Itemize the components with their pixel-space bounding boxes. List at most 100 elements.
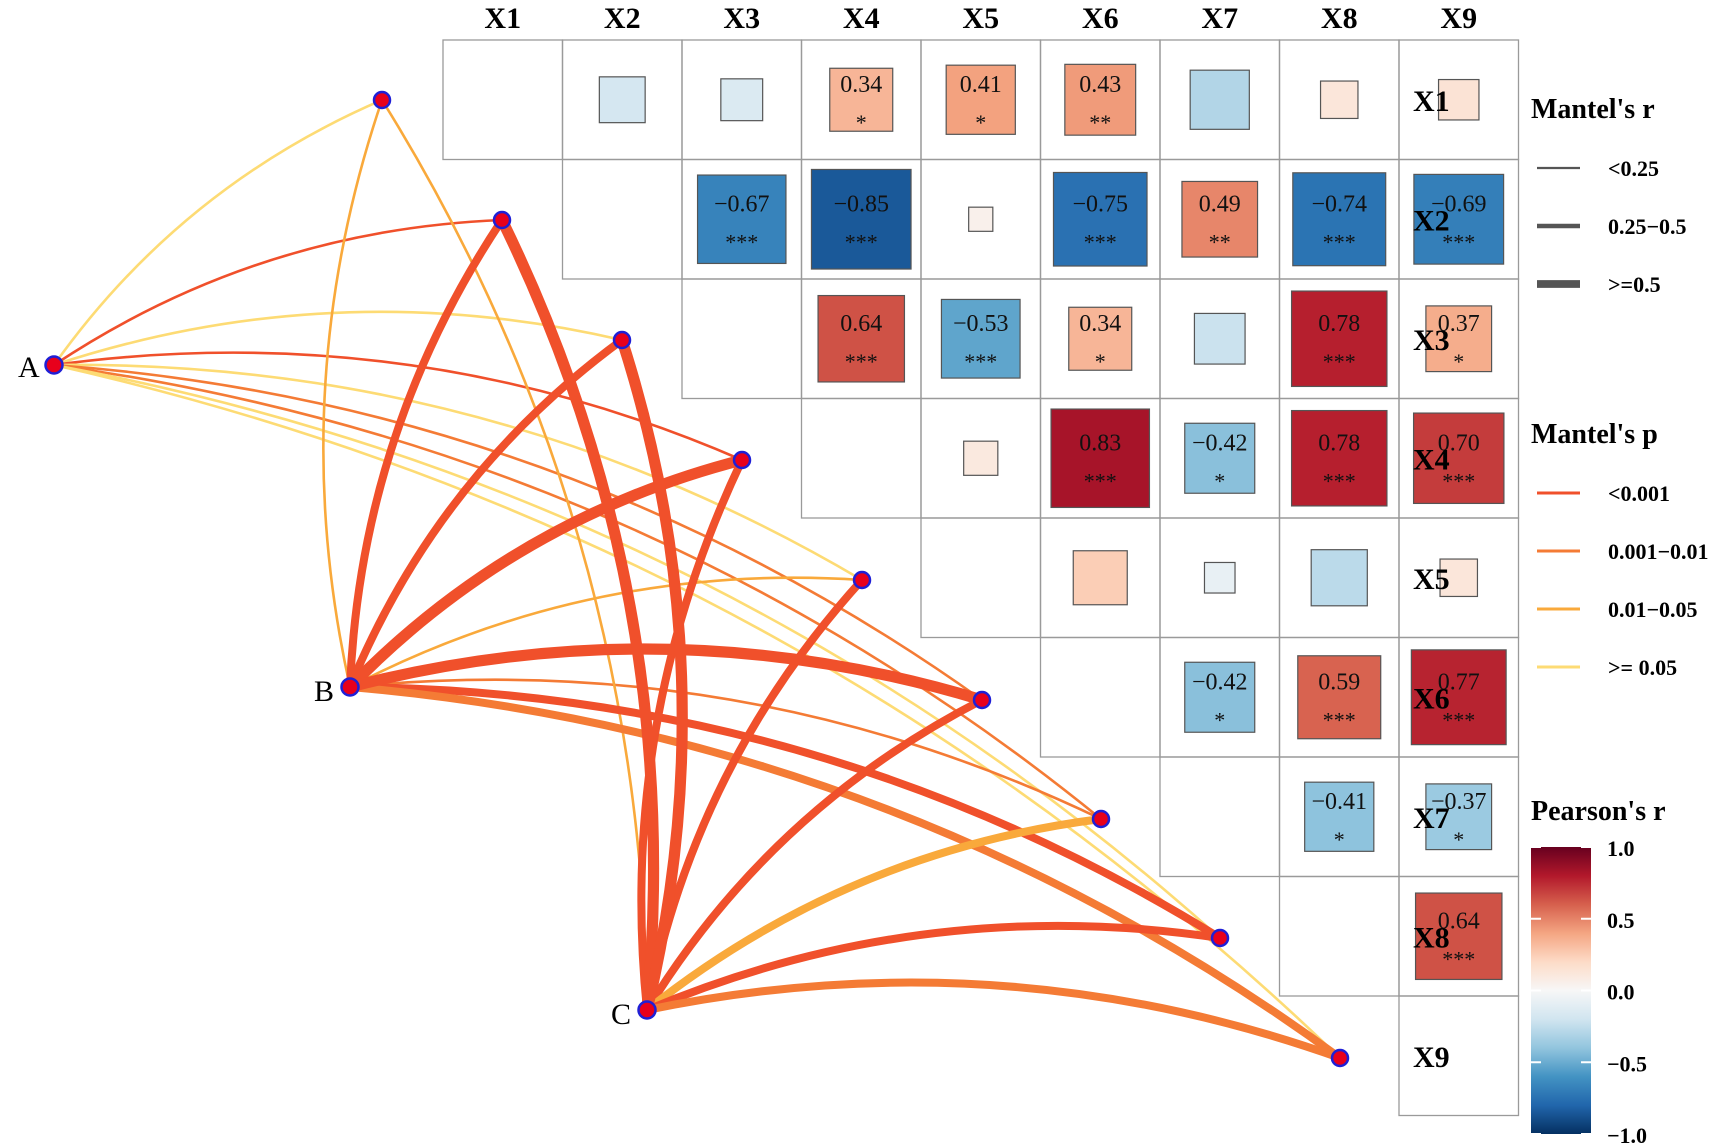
- significance-stars: ***: [845, 229, 878, 254]
- significance-stars: *: [975, 110, 986, 135]
- pearson-cell: [1319, 80, 1359, 120]
- significance-stars: ***: [1442, 229, 1475, 254]
- pearson-square: [1181, 180, 1259, 258]
- pearson-square: [1297, 655, 1382, 740]
- mantel-link: [348, 576, 864, 689]
- pearson-cell: −0.42*: [1184, 661, 1256, 733]
- pearson-square: [1437, 78, 1480, 121]
- significance-stars: ***: [1323, 349, 1356, 374]
- column-label: X9: [1440, 2, 1477, 35]
- significance-stars: ***: [1442, 946, 1475, 971]
- pearson-value-label: −0.53: [953, 311, 1009, 337]
- pearson-cell: 0.64***: [817, 294, 906, 383]
- pearson-cell: [1189, 69, 1250, 130]
- variable-node: [1210, 928, 1230, 948]
- pearson-cell: 0.34*: [829, 67, 894, 135]
- pearson-value-label: 0.34: [840, 72, 882, 98]
- row-label: X8: [1413, 921, 1450, 954]
- grid-cell: [1398, 995, 1520, 1117]
- mantel-links: [52, 98, 1344, 1062]
- group-node: [340, 677, 360, 697]
- pearson-value-label: 0.77: [1438, 669, 1480, 695]
- pearson-value-label: 0.41: [960, 72, 1002, 98]
- significance-stars: *: [1214, 707, 1225, 732]
- mantel-link: [52, 310, 624, 367]
- pearson-cell: [720, 78, 764, 122]
- colorbar-tick-label: 1.0: [1607, 836, 1635, 861]
- pearson-value-label: −0.69: [1431, 191, 1487, 217]
- mantel-r-legend-label: >=0.5: [1608, 272, 1661, 297]
- grid-cell: [681, 278, 803, 400]
- pearson-square: [968, 206, 994, 232]
- pearson-value-label: 0.43: [1079, 72, 1121, 98]
- pearson-cell: 0.77***: [1410, 649, 1507, 746]
- grid-cell: [1159, 756, 1281, 878]
- pearson-cell: −0.85***: [810, 168, 912, 270]
- pearson-value-label: 0.37: [1438, 311, 1480, 337]
- pearson-value-label: 0.70: [1438, 430, 1480, 456]
- pearson-cell: −0.53***: [940, 298, 1021, 379]
- row-label: X9: [1413, 1041, 1450, 1074]
- mantel-link: [346, 683, 1224, 942]
- pearson-cell: −0.75***: [1052, 171, 1148, 267]
- mantel-link: [52, 98, 384, 367]
- colorbar-tick-label: −0.5: [1607, 1051, 1647, 1076]
- grid-cell: [1039, 636, 1161, 758]
- pearson-legend-title: Pearson's r: [1531, 796, 1666, 827]
- variable-node: [732, 450, 752, 470]
- significance-stars: **: [1209, 229, 1231, 254]
- mantel-p-legend-title: Mantel's p: [1531, 419, 1658, 450]
- pearson-cell: [1439, 558, 1479, 598]
- significance-stars: ***: [1323, 229, 1356, 254]
- variable-node: [612, 330, 632, 350]
- pearson-value-label: 0.78: [1318, 430, 1360, 456]
- pearson-value-label: −0.37: [1431, 789, 1487, 815]
- mantel-link: [616, 334, 688, 1016]
- pearson-value-label: −0.41: [1311, 789, 1367, 815]
- mantel-link: [643, 978, 1344, 1062]
- pearson-value-label: 0.64: [840, 311, 882, 337]
- pearson-cell: 0.41 *: [945, 64, 1016, 135]
- significance-stars: *: [1334, 827, 1345, 852]
- pearson-square: [1310, 549, 1368, 607]
- colorbar-tick-label: −1.0: [1607, 1123, 1647, 1147]
- significance-stars: **: [1089, 110, 1111, 135]
- significance-stars: ***: [725, 229, 758, 254]
- correlation-cells: 0.34*0.41*0.43**−0.67***−0.85***−0.75***…: [598, 63, 1507, 981]
- pearson-cell: 0.49**: [1181, 180, 1259, 258]
- pearson-square: [1184, 661, 1256, 733]
- pearson-cell: [1437, 78, 1480, 121]
- significance-stars: *: [1214, 468, 1225, 493]
- group-node: [44, 355, 64, 375]
- pearson-square: [1184, 422, 1256, 494]
- pearson-square: [1290, 409, 1388, 507]
- variable-node: [492, 210, 512, 230]
- pearson-value-label: −0.74: [1311, 191, 1367, 217]
- significance-stars: ***: [1323, 707, 1356, 732]
- variable-node: [852, 570, 872, 590]
- column-label: X2: [604, 2, 641, 35]
- pearson-square: [1072, 550, 1128, 606]
- significance-stars: ***: [1323, 468, 1356, 493]
- grid-cell: [442, 39, 564, 161]
- mantel-link: [52, 363, 1103, 821]
- mantel-p-legend-label: <0.001: [1608, 481, 1670, 506]
- pearson-square: [1050, 408, 1151, 509]
- mantel-link: [52, 363, 984, 702]
- row-label: X1: [1413, 85, 1450, 118]
- mantel-link: [643, 696, 986, 1014]
- pearson-square: [1189, 69, 1250, 130]
- pearson-value-label: 0.34: [1079, 311, 1121, 337]
- significance-stars: ***: [1084, 468, 1117, 493]
- mantel-link: [344, 454, 748, 693]
- pearson-cell: 0.83***: [1050, 408, 1151, 509]
- pearson-cell: −0.74 ***: [1292, 172, 1387, 267]
- correlation-grid: [442, 39, 1520, 1117]
- pearson-cell: 0.43 **: [1064, 63, 1137, 136]
- pearson-cell: [1310, 549, 1368, 607]
- pearson-value-label: −0.75: [1072, 191, 1128, 217]
- grid-cell: [1278, 875, 1400, 997]
